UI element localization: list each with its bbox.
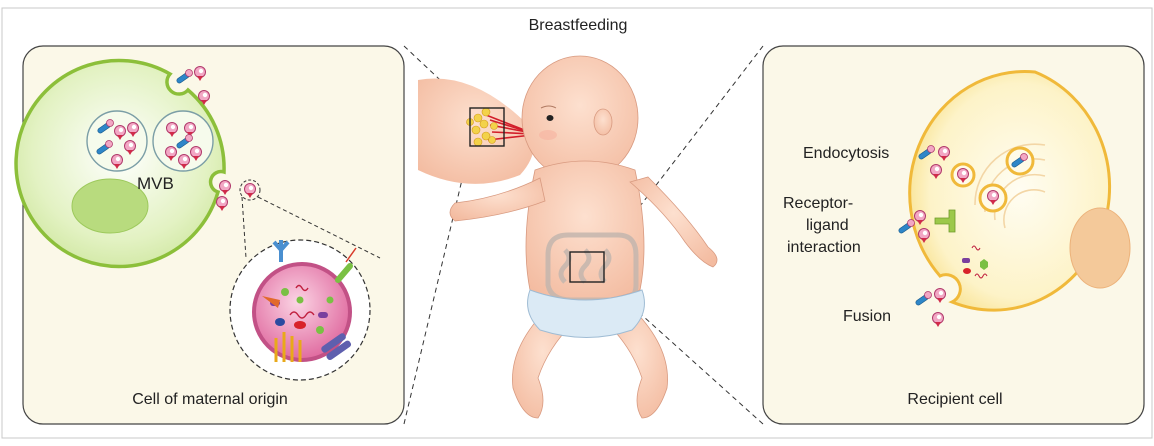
fusion-label: Fusion	[843, 308, 891, 326]
recipient-nucleus	[1070, 208, 1130, 288]
mvb-left	[87, 111, 147, 171]
mvb-right	[153, 111, 213, 171]
receptor-label-line1: Receptor-	[783, 195, 853, 213]
receptor-label-line3: interaction	[787, 239, 861, 257]
recipient-panel-caption: Recipient cell	[885, 391, 1025, 409]
mvb-label: MVB	[137, 174, 174, 194]
endocytosis-label: Endocytosis	[803, 145, 889, 163]
figure-title: Breastfeeding	[518, 17, 638, 35]
maternal-panel-caption: Cell of maternal origin	[110, 391, 310, 409]
receptor-label-line2: ligand	[806, 217, 849, 235]
